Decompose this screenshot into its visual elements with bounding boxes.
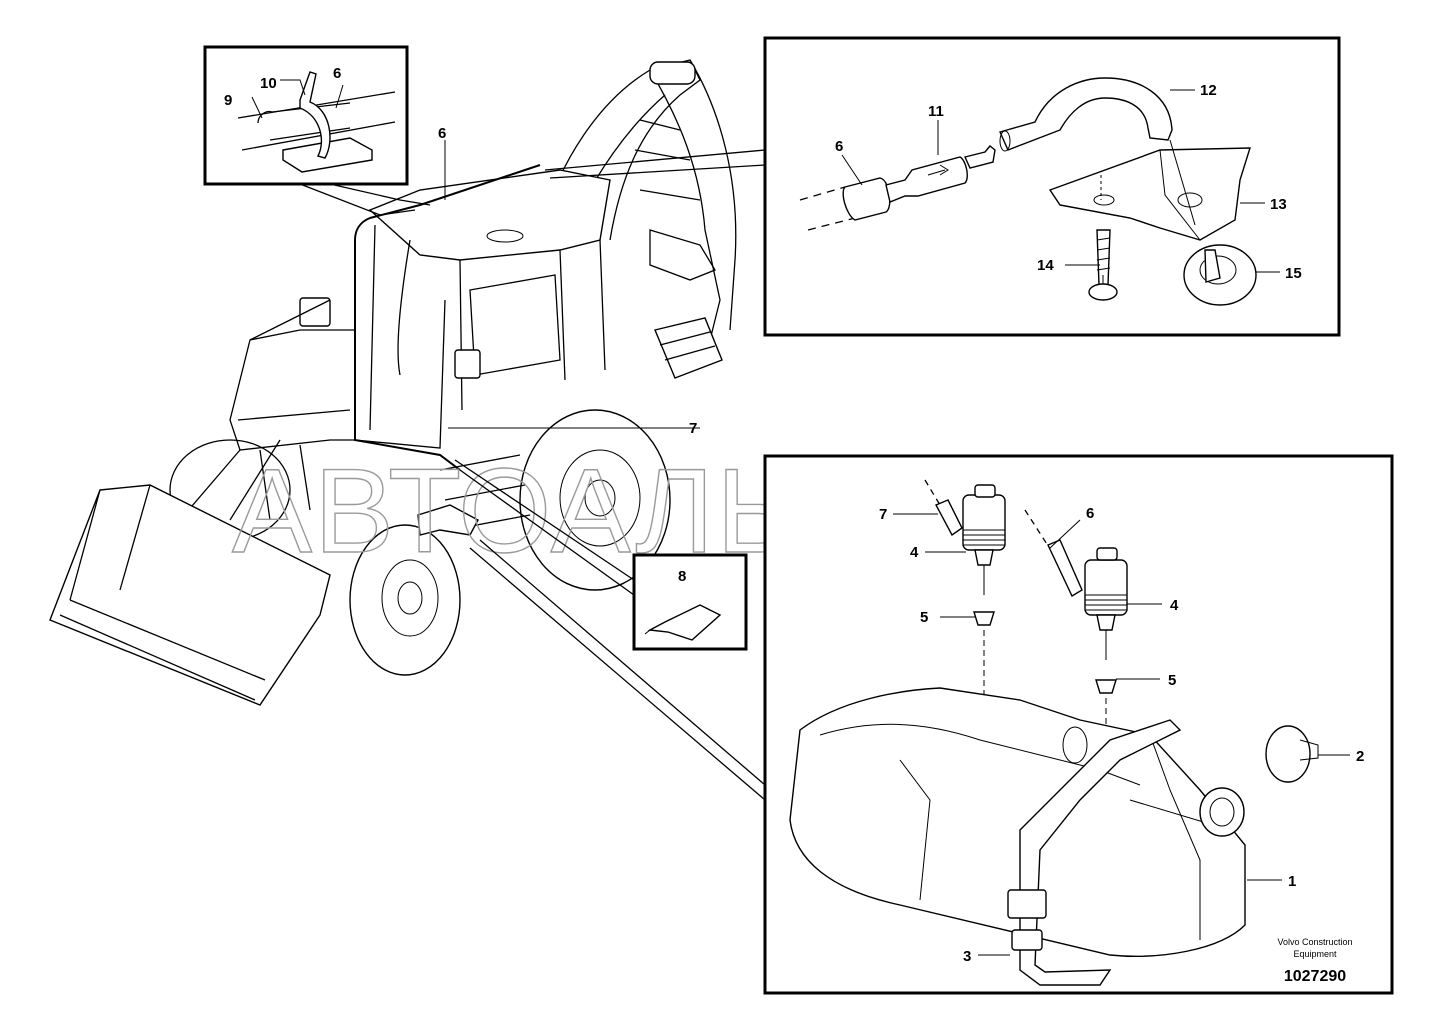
callout-15: 15 (1285, 265, 1302, 282)
figure-number: 1027290 (1284, 968, 1346, 985)
hose-route-cab (354, 164, 541, 471)
brand-line-1: Volvo Construction (1277, 937, 1352, 947)
callout-2: 2 (1356, 748, 1364, 765)
brand-line-2: Equipment (1293, 949, 1337, 959)
callout-12: 12 (1200, 82, 1217, 99)
callout-8: 8 (678, 568, 686, 585)
callout-1: 1 (1288, 873, 1296, 890)
callout-11: 11 (928, 103, 944, 120)
inset-sealant (454, 459, 748, 651)
callout-7: 7 (879, 506, 887, 523)
callout-4: 4 (1170, 597, 1179, 614)
callout-3: 3 (963, 948, 971, 965)
callout-6: 6 (333, 65, 341, 82)
callout-5: 5 (1168, 672, 1176, 689)
inset-reservoir (469, 454, 1394, 995)
callout-7: 7 (689, 420, 697, 437)
callout-labels: 9 10 6 6 11 12 6 13 14 15 7 8 7 4 6 4 5 … (224, 65, 1364, 965)
callout-6: 6 (1086, 505, 1094, 522)
callout-13: 13 (1270, 196, 1287, 213)
callout-14: 14 (1037, 257, 1054, 274)
inset-hose-valve (544, 36, 1341, 337)
inset-clip (203, 45, 431, 216)
backhoe-loader-illustration (49, 59, 737, 706)
figure-footer: Volvo Construction Equipment 1027290 (1277, 937, 1352, 985)
callout-5: 5 (920, 609, 928, 626)
callout-10: 10 (260, 75, 277, 92)
callout-4: 4 (910, 544, 919, 561)
callout-6: 6 (438, 125, 446, 142)
callout-leaders (444, 89, 1350, 956)
callout-6: 6 (835, 138, 843, 155)
callout-9: 9 (224, 92, 232, 109)
